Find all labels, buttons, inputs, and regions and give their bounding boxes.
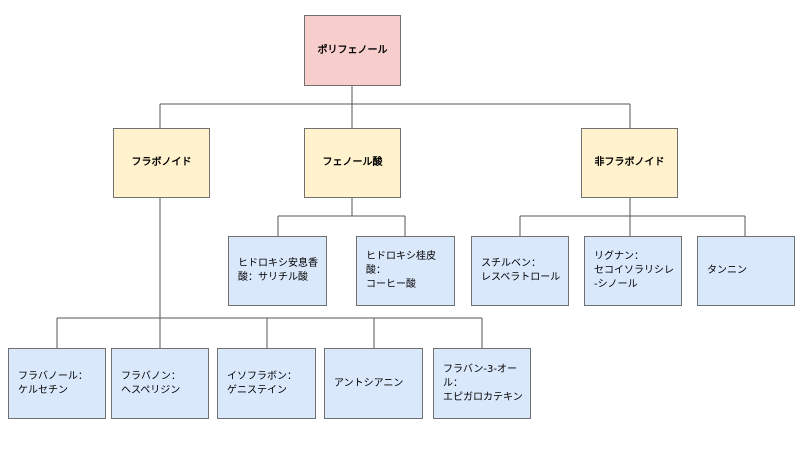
node-flavanone: フラバノン： ヘスペリジン: [111, 348, 209, 419]
node-label: アントシアニン: [334, 377, 404, 389]
node-label: フラバン-3-オール： エピガロカテキン: [443, 363, 523, 403]
node-label: フェノール酸: [322, 157, 383, 168]
node-flavan-3-ol: フラバン-3-オール： エピガロカテキン: [433, 348, 531, 419]
node-lignan: リグナン： セコイソラリシレ -シノール: [584, 236, 682, 306]
node-label: フラバノン： ヘスペリジン: [121, 370, 181, 396]
node-label: スチルベン： レスベラトロール: [481, 258, 561, 283]
node-hydroxybenzoic-acid: ヒドロキシ安息香 酸：サリチル酸: [228, 236, 327, 306]
node-phenolic-acid: フェノール酸: [304, 128, 401, 198]
node-anthocyanin: アントシアニン: [324, 348, 423, 419]
node-label: フラボノイド: [131, 157, 192, 168]
node-label: リグナン： セコイソラリシレ -シノール: [594, 251, 674, 290]
node-tannin: タンニン: [697, 236, 795, 306]
node-label: タンニン: [707, 265, 747, 276]
connector-root: [159, 86, 631, 128]
node-stilbene: スチルベン： レスベラトロール: [471, 236, 569, 306]
node-label: ヒドロキシ桂皮酸： コーヒー酸: [366, 251, 436, 290]
node-label: 非フラボノイド: [594, 157, 665, 168]
node-flavonoid: フラボノイド: [113, 128, 210, 198]
node-flavanol: フラバノール： ケルセチン: [8, 348, 106, 419]
connector-non-flavonoid: [519, 198, 746, 236]
node-non-flavonoid: 非フラボノイド: [581, 128, 678, 198]
connector-phenolic-acid: [277, 198, 406, 236]
node-hydroxycinnamic-acid: ヒドロキシ桂皮酸： コーヒー酸: [356, 236, 455, 306]
node-label: フラバノール： ケルセチン: [18, 370, 88, 396]
node-label: ヒドロキシ安息香 酸：サリチル酸: [238, 258, 318, 283]
node-label: ポリフェノール: [317, 44, 388, 56]
node-isoflavone: イソフラボン： ゲニステイン: [217, 348, 316, 419]
connector-flavonoid: [56, 198, 483, 348]
node-label: イソフラボン： ゲニステイン: [227, 370, 297, 396]
node-polyphenol: ポリフェノール: [304, 15, 401, 86]
